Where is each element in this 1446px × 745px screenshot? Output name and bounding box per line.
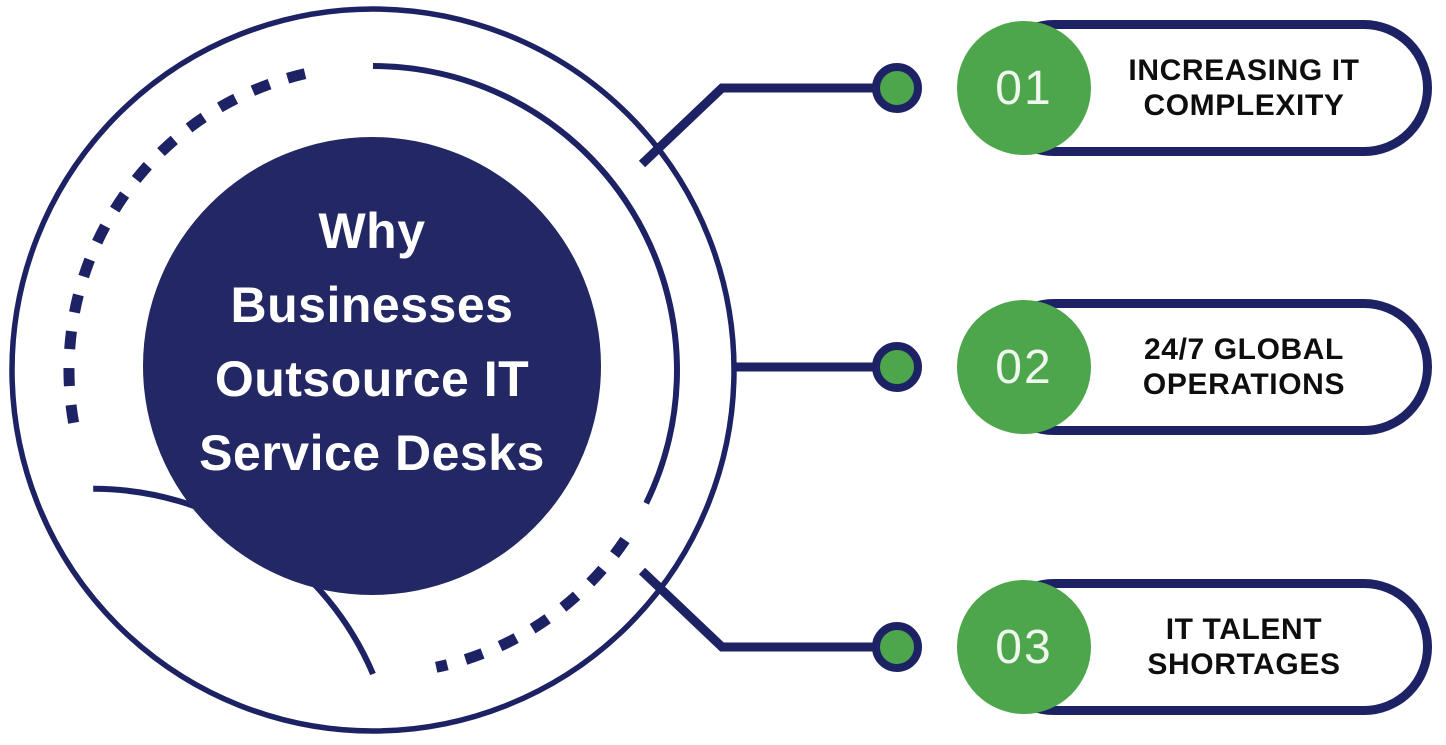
number-badge-3: 03 xyxy=(957,580,1091,714)
number-badge-2: 02 xyxy=(957,300,1091,434)
center-title-line: Businesses xyxy=(230,277,514,333)
connector-dot-2 xyxy=(872,342,922,392)
badge-number-text: 03 xyxy=(995,620,1053,674)
reason-label-line: IT TALENT xyxy=(1165,613,1323,646)
center-title-line: Service Desks xyxy=(199,425,545,481)
connector-dot-1 xyxy=(872,63,922,113)
reason-label-line: COMPLEXITY xyxy=(1143,89,1345,122)
badge-number-text: 01 xyxy=(995,61,1053,115)
number-badge-1: 01 xyxy=(957,21,1091,155)
connector-line-1 xyxy=(638,83,874,168)
reason-label-line: SHORTAGES xyxy=(1147,648,1341,681)
reason-label-line: INCREASING IT xyxy=(1128,54,1360,87)
middle-ring-arc-top xyxy=(372,63,680,505)
reason-label-line: 24/7 GLOBAL xyxy=(1144,333,1344,366)
center-title-line: Outsource IT xyxy=(214,351,530,407)
reason-label-2: 24/7 GLOBAL OPERATIONS xyxy=(1100,332,1388,402)
reason-label-line: OPERATIONS xyxy=(1142,368,1346,401)
connector-dot-3 xyxy=(872,622,922,672)
middle-ring-dashed-arc-top-left xyxy=(63,65,322,424)
center-title-line: Why xyxy=(318,203,426,259)
outer-ring xyxy=(9,6,737,734)
reason-label-3: IT TALENT SHORTAGES xyxy=(1100,612,1388,682)
connector-line-3 xyxy=(638,567,874,652)
badge-number-text: 02 xyxy=(995,340,1053,394)
reason-label-1: INCREASING IT COMPLEXITY xyxy=(1100,53,1388,123)
center-circle xyxy=(143,137,601,595)
center-title: Why Businesses Outsource IT Service Desk… xyxy=(162,194,582,490)
middle-ring-dashed-arc-bottom-right xyxy=(435,536,630,673)
